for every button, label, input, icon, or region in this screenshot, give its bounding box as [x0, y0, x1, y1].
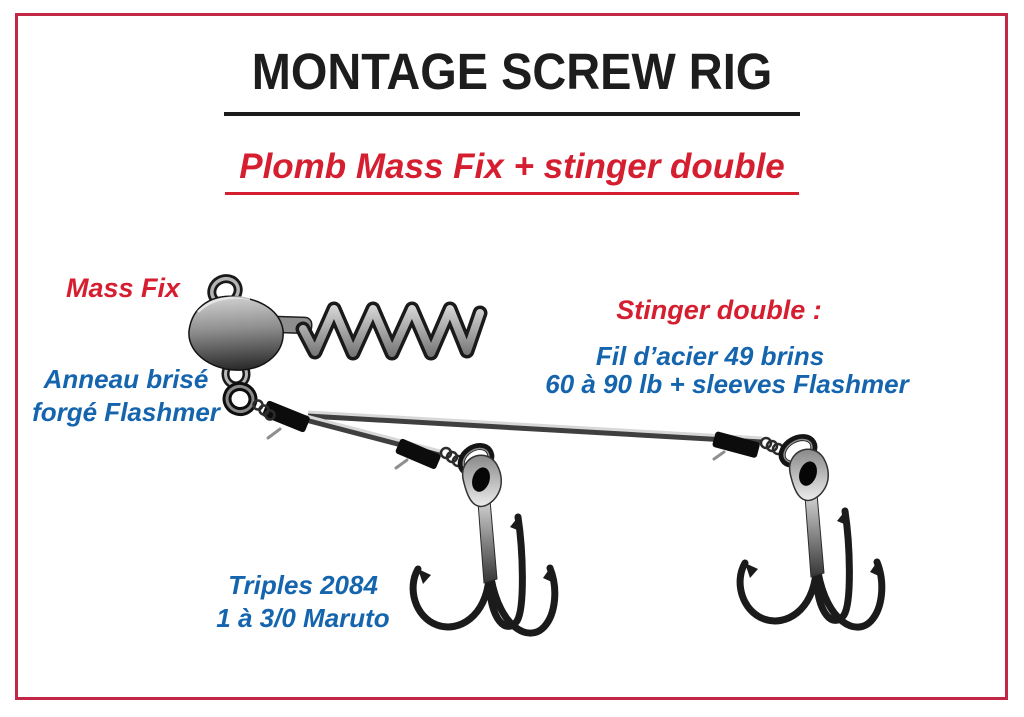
corkscrew — [262, 301, 488, 361]
page-title: MONTAGE SCREW RIG — [251, 43, 773, 100]
steel-wire-long — [307, 410, 763, 445]
subtitle-underline — [225, 192, 799, 195]
label-triples-line1: Triples 2084 — [228, 570, 378, 600]
label-triples: Triples 2084 1 à 3/0 Maruto — [216, 569, 389, 635]
red-border-frame — [15, 13, 1008, 700]
crimp-sleeve-head — [252, 399, 310, 440]
crimp-sleeve-right — [712, 431, 785, 461]
title-underline — [224, 112, 800, 116]
label-stinger-line2: 60 à 90 lb + sleeves Flashmer — [545, 369, 909, 399]
label-anneau-brise: Anneau brisé forgé Flashmer — [32, 363, 220, 429]
label-stinger-title: Stinger double : — [616, 295, 822, 325]
mass-fix-jig-head — [188, 295, 284, 371]
page-subtitle: Plomb Mass Fix + stinger double — [239, 147, 785, 186]
treble-hook-right — [740, 449, 882, 627]
crimp-sleeve-left — [394, 438, 465, 470]
label-stinger-line1: Fil d’acier 49 brins — [595, 341, 825, 371]
label-anneau-line2: forgé Flashmer — [32, 397, 220, 427]
label-anneau-line1: Anneau brisé — [43, 364, 209, 394]
label-mass-fix: Mass Fix — [65, 273, 181, 303]
label-triples-line2: 1 à 3/0 Maruto — [216, 603, 390, 633]
split-ring-lower — [222, 381, 258, 417]
treble-hook-left — [413, 455, 555, 633]
